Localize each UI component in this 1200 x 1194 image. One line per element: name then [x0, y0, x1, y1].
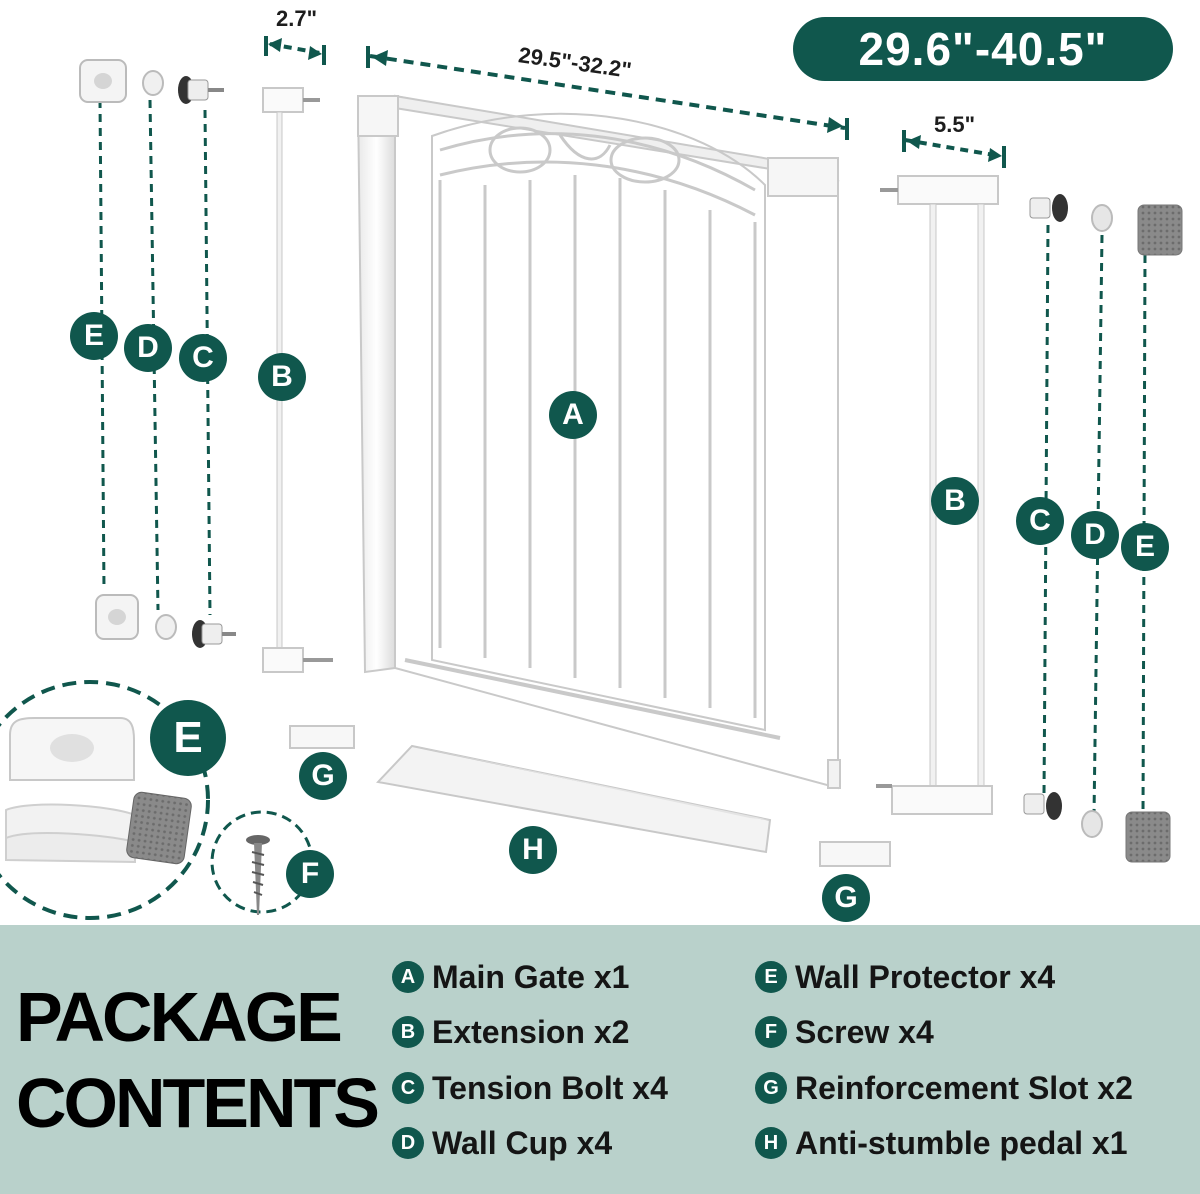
badge-e-detail: E	[150, 700, 226, 776]
list-item: F Screw x4	[755, 1012, 934, 1052]
badge-c-left: C	[179, 334, 227, 382]
item-text: Wall Cup x4	[432, 1124, 613, 1161]
item-text: Main Gate x1	[432, 958, 630, 995]
item-letter: G	[755, 1072, 787, 1104]
badge-h: H	[509, 826, 557, 874]
list-item: B Extension x2	[392, 1012, 629, 1052]
list-item: H Anti-stumble pedal x1	[755, 1123, 1128, 1163]
badge-e-left: E	[70, 312, 118, 360]
pedal-icon	[376, 744, 772, 854]
screw-icon	[246, 835, 270, 915]
badge-e-right: E	[1121, 523, 1169, 571]
large-extension-dimension: 5.5"	[934, 112, 976, 137]
item-letter: H	[755, 1127, 787, 1159]
item-letter: B	[392, 1016, 424, 1048]
item-text: Tension Bolt x4	[432, 1069, 668, 1106]
item-letter: E	[755, 961, 787, 993]
package-title-line2: CONTENTS	[16, 1064, 380, 1142]
exploded-view-diagram: 29.6"-40.5" 2.7" 29.5"-32.2" 5.5" E D C …	[0, 6, 1183, 922]
item-text: Screw x4	[795, 1013, 934, 1050]
reinforcement-slot-icon	[289, 725, 891, 867]
badge-d-left: D	[124, 324, 172, 372]
badge-c-right: C	[1016, 497, 1064, 545]
badge-g-left: G	[299, 752, 347, 800]
tension-bolt-icon	[178, 76, 236, 648]
list-item: E Wall Protector x4	[755, 957, 1055, 997]
item-text: Reinforcement Slot x2	[795, 1069, 1133, 1106]
main-gate	[356, 94, 841, 790]
list-item: C Tension Bolt x4	[392, 1068, 668, 1108]
item-text: Wall Protector x4	[795, 958, 1056, 995]
list-item: A Main Gate x1	[392, 957, 629, 997]
item-text: Extension x2	[432, 1013, 630, 1050]
badge-g-right: G	[822, 874, 870, 922]
small-extension-dimension: 2.7"	[276, 6, 318, 31]
list-item: G Reinforcement Slot x2	[755, 1068, 1133, 1108]
item-letter: F	[755, 1016, 787, 1048]
item-letter: C	[392, 1072, 424, 1104]
item-letter: A	[392, 961, 424, 993]
package-title-line1: PACKAGE	[16, 978, 343, 1056]
badge-d-right: D	[1071, 511, 1119, 559]
wall-protector-icon	[79, 59, 139, 640]
list-item: D Wall Cup x4	[392, 1123, 612, 1163]
item-text: Anti-stumble pedal x1	[795, 1124, 1128, 1161]
badge-b-right: B	[931, 477, 979, 525]
item-letter: D	[392, 1127, 424, 1159]
badge-a: A	[549, 391, 597, 439]
package-contents-panel: PACKAGE CONTENTS A Main Gate x1 B Extens…	[0, 925, 1200, 1194]
badge-f: F	[286, 850, 334, 898]
wall-cup-icon	[142, 70, 177, 640]
badge-b-left: B	[258, 353, 306, 401]
gate-illustration	[0, 36, 1183, 920]
width-range-badge: 29.6"-40.5"	[793, 17, 1173, 81]
